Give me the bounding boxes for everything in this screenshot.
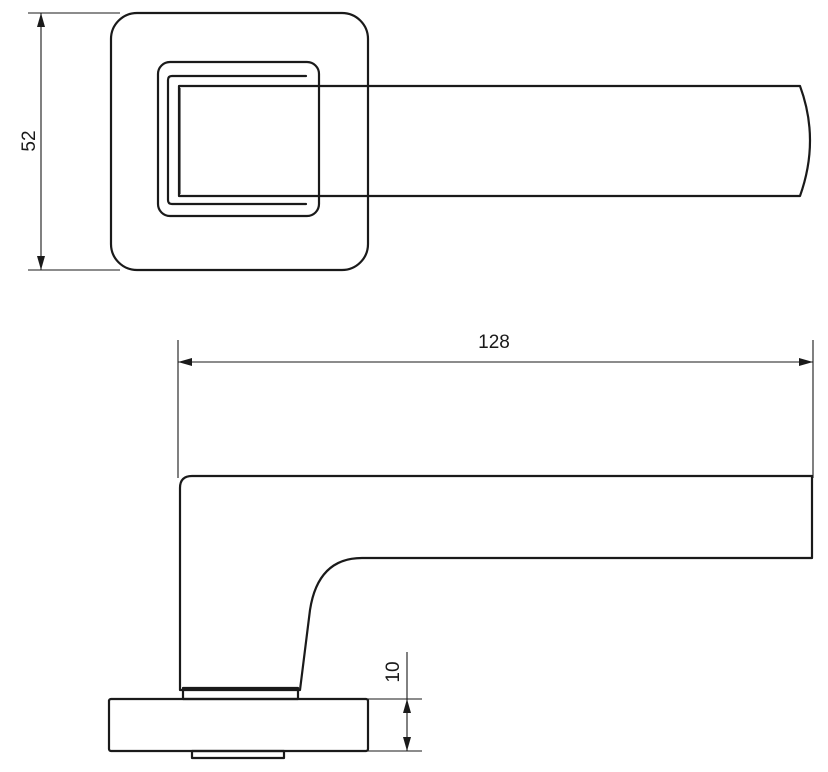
- dimension-arrow-bottom: [37, 256, 45, 270]
- dimension-arrow-thickness-bottom: [403, 737, 411, 751]
- dimension-lever-length: 128: [177, 332, 814, 478]
- rose-base-plate: [107, 697, 370, 753]
- dimension-arrow-right: [799, 358, 813, 366]
- dimension-label-10: 10: [383, 661, 404, 682]
- rose-inner-frame: [156, 60, 321, 218]
- front-view: [109, 11, 812, 272]
- rose-inner-frame-inset: [166, 74, 308, 206]
- dimension-arrow-top: [37, 13, 45, 27]
- lever-front-bar: [177, 84, 812, 198]
- dimension-label-128: 128: [478, 332, 510, 353]
- spindle-stub: [190, 749, 286, 760]
- side-view: [107, 474, 814, 760]
- dimension-arrow-left: [178, 358, 192, 366]
- rose-outer-square: [109, 11, 370, 272]
- dimension-rose-thickness: 10: [368, 652, 422, 752]
- dimension-arrow-thickness-top: [403, 699, 411, 713]
- lever-side-profile: [178, 474, 814, 692]
- dimension-label-52: 52: [19, 130, 40, 151]
- dimension-rose-height: 52: [19, 12, 120, 271]
